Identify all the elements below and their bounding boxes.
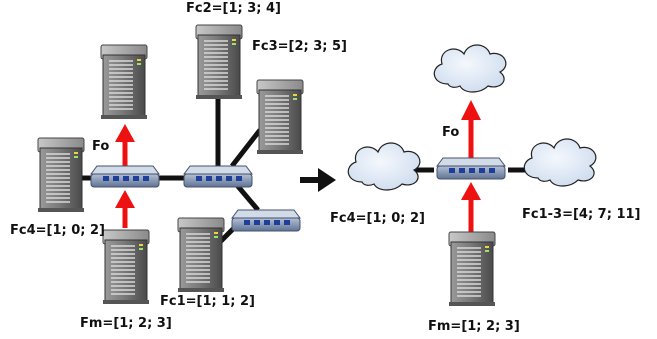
- fc3-label: Fc3=[2; 3; 5]: [252, 39, 347, 54]
- left-flow-arrows: [115, 124, 135, 228]
- server-icon: [256, 79, 304, 155]
- up-arrow-icon: [461, 182, 481, 200]
- server-icon: [100, 44, 148, 120]
- link-sw2-fc3: [230, 128, 262, 168]
- server-icon: [37, 137, 85, 213]
- cloud-icon: [347, 142, 421, 191]
- fm-label-left: Fm=[1; 2; 3]: [80, 316, 172, 331]
- server-icon: [195, 24, 243, 100]
- cloud-icon: [433, 44, 507, 93]
- server-icon: [448, 231, 496, 307]
- fc13-label: Fc1-3=[4; 7; 11]: [522, 207, 640, 222]
- server-icon: [102, 229, 150, 305]
- right-flow-arrows: [461, 100, 481, 232]
- fc4-label-left: Fc4=[1; 0; 2]: [10, 223, 105, 238]
- up-arrow-icon: [115, 190, 135, 208]
- fc4-label-right: Fc4=[1; 0; 2]: [330, 211, 425, 226]
- up-arrow-icon: [461, 100, 481, 120]
- up-arrow-icon: [115, 124, 135, 142]
- fc2-label: Fc2=[1; 3; 4]: [186, 1, 281, 16]
- switch-icon: [436, 157, 506, 180]
- cloud-icon: [523, 138, 597, 187]
- link-sw2-sw3: [234, 182, 260, 212]
- fm-label-right: Fm=[1; 2; 3]: [428, 319, 520, 334]
- fc1-label: Fc1=[1; 1; 2]: [160, 294, 255, 309]
- fo-label-right: Fo: [442, 125, 459, 140]
- transform-arrow-icon: [300, 168, 336, 192]
- switch-icon: [90, 165, 160, 188]
- switch-icon: [183, 165, 253, 188]
- switch-icon: [231, 209, 301, 232]
- fo-label-left: Fo: [92, 139, 109, 154]
- server-icon: [177, 217, 225, 293]
